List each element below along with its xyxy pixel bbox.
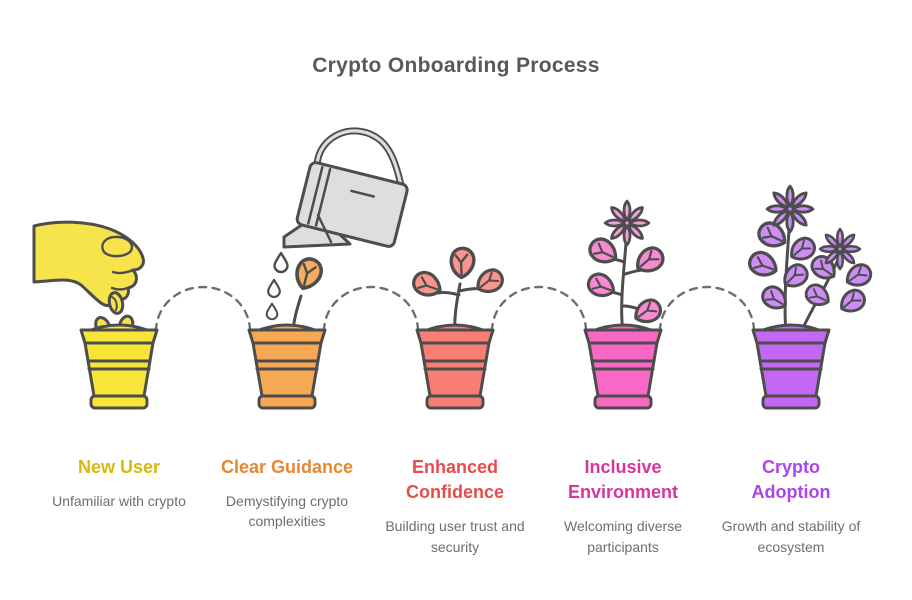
stage-4-pot [583, 323, 663, 410]
young-plant-icon [408, 246, 508, 334]
connector-arc [322, 285, 420, 333]
hand-dropping-seeds-icon [32, 220, 145, 315]
flowering-plant-icon [583, 199, 669, 334]
connector-arc [154, 285, 252, 333]
connector-arcs [154, 285, 756, 333]
sprout-icon [290, 253, 327, 333]
connector-arc [658, 285, 756, 333]
full-bloom-plant-icon [744, 184, 876, 334]
stage-5-pot [751, 323, 831, 410]
watering-can-icon [265, 127, 409, 321]
stage-2-pot [247, 323, 327, 410]
page-title: Crypto Onboarding Process [312, 54, 600, 77]
water-drops-icon [265, 251, 289, 321]
stage-3-pot [415, 323, 495, 410]
connector-arc [490, 285, 588, 333]
stage-1-pot [79, 323, 159, 410]
